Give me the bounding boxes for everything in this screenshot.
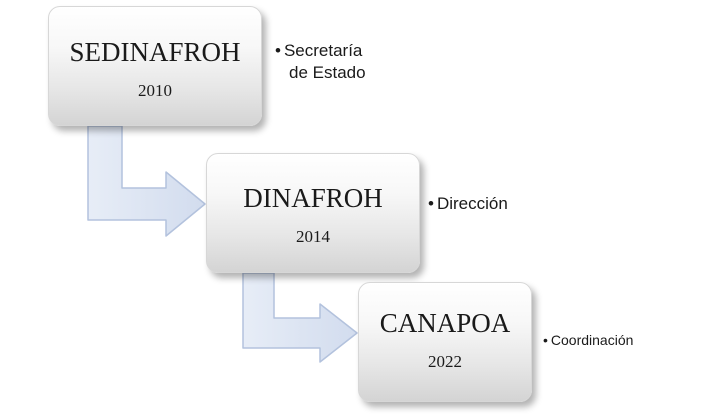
step-year: 2010 xyxy=(138,81,172,100)
step-note-direccion: •Dirección xyxy=(428,193,508,215)
step-title: CANAPOA xyxy=(379,308,511,338)
step-box-sedinafroh: SEDINAFROH 2010 xyxy=(48,6,262,126)
step-title: DINAFROH xyxy=(243,183,383,213)
note-line: de Estado xyxy=(289,63,366,83)
step-note-coordinacion: •Coordinación xyxy=(543,331,633,349)
note-line: Secretaría xyxy=(283,41,363,60)
bent-arrow-2 xyxy=(242,272,358,363)
note-line: Coordinación xyxy=(550,332,634,348)
bullet-icon: • xyxy=(275,41,281,60)
step-box-dinafroh: DINAFROH 2014 xyxy=(206,153,420,273)
step-year: 2014 xyxy=(296,227,330,246)
step-box-canapoa: CANAPOA 2022 xyxy=(358,282,532,402)
bullet-icon: • xyxy=(543,332,548,348)
bent-arrow-1 xyxy=(87,125,206,237)
note-line: Dirección xyxy=(436,194,508,213)
step-year: 2022 xyxy=(428,352,462,371)
bullet-icon: • xyxy=(428,194,434,213)
step-title: SEDINAFROH xyxy=(69,37,241,67)
step-note-secretaria: •Secretaría de Estado xyxy=(275,40,366,84)
